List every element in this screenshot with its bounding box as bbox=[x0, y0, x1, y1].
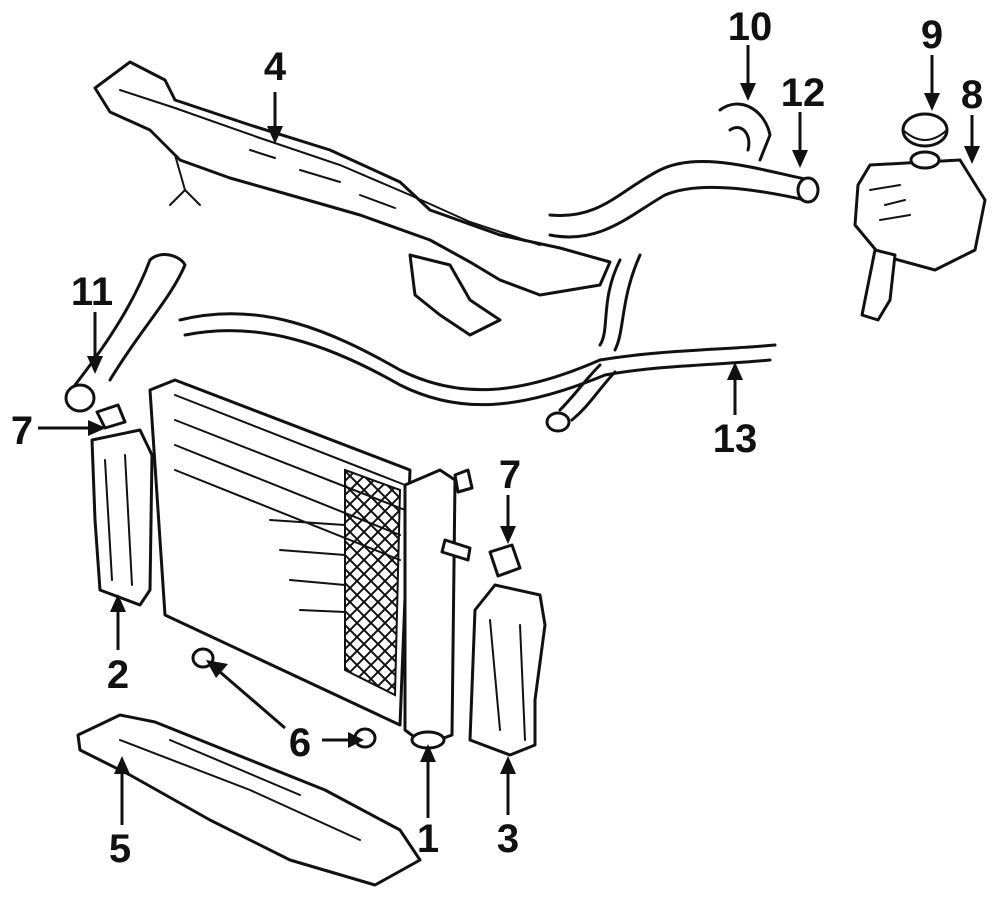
callout-7-left: 7 bbox=[11, 409, 33, 453]
callout-13: 13 bbox=[713, 417, 758, 461]
coolant-reservoir bbox=[853, 150, 987, 322]
callout-3: 3 bbox=[497, 817, 519, 861]
arrowhead-1 bbox=[420, 744, 436, 762]
callout-7-right: 7 bbox=[499, 453, 521, 497]
left-baffle bbox=[90, 428, 154, 607]
arrowhead-9 bbox=[924, 93, 940, 111]
lower-tube bbox=[178, 253, 777, 433]
callout-5: 5 bbox=[109, 827, 131, 871]
arrowhead-12 bbox=[792, 150, 808, 168]
callout-leaders bbox=[38, 45, 980, 825]
callout-8: 8 bbox=[961, 73, 983, 117]
arrowhead-3 bbox=[500, 756, 516, 774]
arrowhead-4 bbox=[267, 126, 283, 144]
callout-12: 12 bbox=[781, 71, 826, 115]
inlet-hose bbox=[64, 253, 187, 413]
callout-11: 11 bbox=[71, 270, 113, 314]
arrowhead-11 bbox=[87, 356, 103, 374]
callout-10: 10 bbox=[728, 5, 773, 49]
leader-6a bbox=[219, 670, 286, 730]
arrowhead-10 bbox=[740, 83, 756, 101]
callout-1: 1 bbox=[417, 817, 439, 861]
arrowhead-6a bbox=[206, 660, 228, 678]
reservoir-cap bbox=[901, 112, 949, 148]
hose-elbow bbox=[718, 102, 772, 162]
insulator-right bbox=[488, 543, 522, 578]
arrowhead-7b bbox=[500, 526, 516, 544]
arrowhead-13 bbox=[727, 362, 743, 380]
arrowhead-5 bbox=[114, 756, 130, 774]
callout-9: 9 bbox=[921, 13, 943, 57]
insulator-left bbox=[95, 403, 127, 430]
callout-4: 4 bbox=[264, 45, 287, 89]
callout-2: 2 bbox=[107, 653, 129, 697]
upper-hose bbox=[548, 159, 820, 239]
arrowhead-7a bbox=[88, 420, 106, 436]
right-baffle bbox=[468, 583, 547, 757]
radiator bbox=[148, 378, 474, 750]
upper-support-panel bbox=[93, 60, 612, 337]
callout-6: 6 bbox=[289, 721, 311, 765]
arrowhead-6b bbox=[348, 732, 364, 748]
arrowhead-8 bbox=[964, 146, 980, 164]
callout-numbers: 1 2 3 4 5 6 7 7 8 9 10 11 12 13 bbox=[11, 5, 983, 871]
arrowhead-2 bbox=[110, 594, 126, 612]
